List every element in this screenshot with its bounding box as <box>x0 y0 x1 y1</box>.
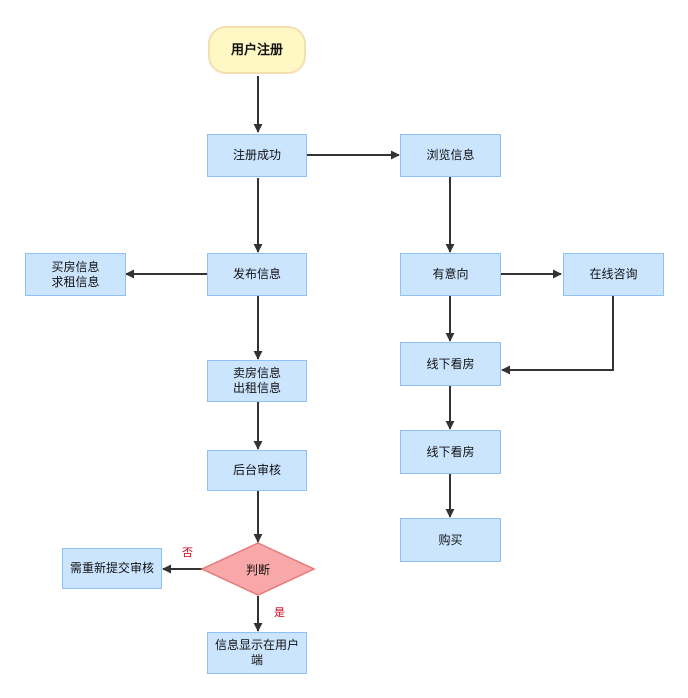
node-browse-info: 浏览信息 <box>400 134 501 177</box>
decision-judge-label: 判断 <box>245 562 270 577</box>
node-display-on-client: 信息显示在用户端 <box>207 632 307 674</box>
node-intent: 有意向 <box>400 253 501 296</box>
node-backend-review: 后台审核 <box>207 450 307 491</box>
node-sell-lease-info: 卖房信息 出租信息 <box>207 360 307 402</box>
edge-label-no: 否 <box>182 546 193 559</box>
node-purchase: 购买 <box>400 518 501 562</box>
node-publish-info: 发布信息 <box>207 253 307 296</box>
judge-diamond <box>200 542 316 596</box>
start-node-user-register: 用户注册 <box>208 26 306 74</box>
edge-consult-to-view1 <box>501 296 614 375</box>
node-offline-viewing-1: 线下看房 <box>400 342 501 386</box>
node-buy-rent-info: 买房信息 求租信息 <box>25 253 126 296</box>
node-online-consult: 在线咨询 <box>563 253 664 296</box>
node-register-success: 注册成功 <box>207 134 307 177</box>
node-resubmit-review: 需重新提交审核 <box>62 548 162 589</box>
edge-label-yes: 是 <box>274 606 285 619</box>
node-offline-viewing-2: 线下看房 <box>400 430 501 474</box>
